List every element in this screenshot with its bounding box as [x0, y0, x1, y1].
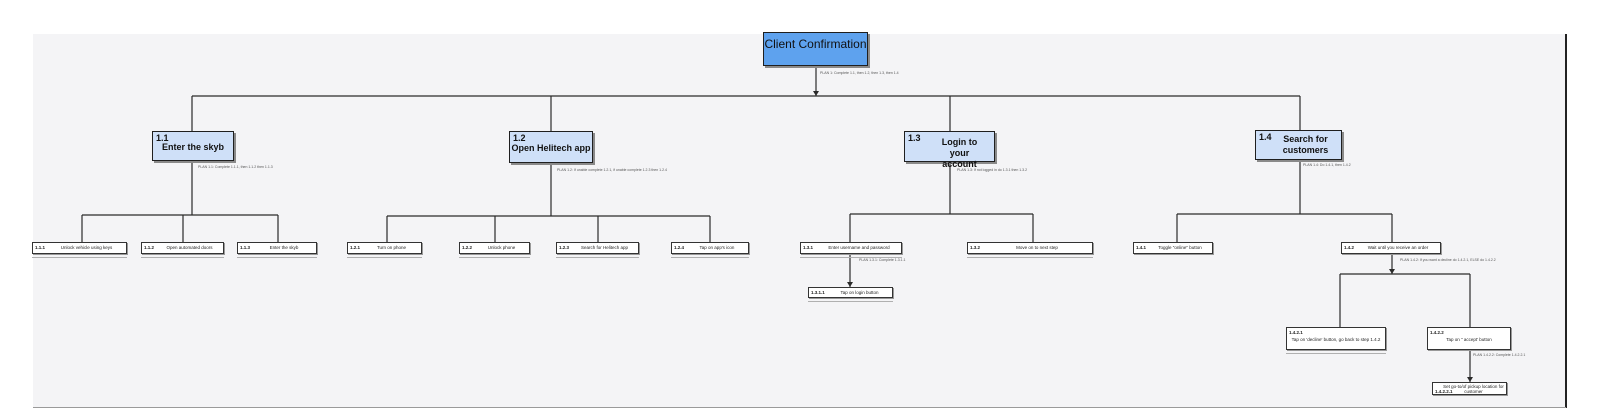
- root-plan: PLAN 1: Complete 1.1, then 1.2, then 1.3…: [820, 71, 899, 75]
- underline: [237, 257, 317, 258]
- subtask-number: 1.3.1: [803, 245, 814, 250]
- task-number: 1.1: [156, 133, 169, 143]
- subtask-1-2-3[interactable]: 1.2.3 Search for Helitech app: [556, 242, 639, 254]
- subtask-number: 1.4.2: [1344, 245, 1355, 250]
- subtask-number: 1.4.1: [1136, 245, 1147, 250]
- subtask-number: 1.3.1.1: [811, 290, 825, 295]
- subtask-number: 1.2.2: [462, 245, 473, 250]
- underline: [671, 257, 749, 258]
- task-1-2-box[interactable]: 1.2 Open Helitech app: [509, 131, 593, 163]
- subtask-1-4-2-2-1[interactable]: 1.4.2.2.1 Set go-to/of pickup location f…: [1432, 382, 1507, 395]
- subtask-1-2-1[interactable]: 1.2.1 Turn on phone: [347, 242, 422, 254]
- subtask-1-4-1[interactable]: 1.4.1 Toggle "online" button: [1133, 242, 1213, 254]
- subtask-1-3-1-1[interactable]: 1.3.1.1 Tap on login button: [808, 287, 893, 298]
- subtask-number: 1.1.1: [35, 245, 46, 250]
- subtask-number: 1.4.2.1: [1289, 330, 1303, 335]
- underline: [347, 257, 422, 258]
- subtask-label: Move on to next step: [1016, 245, 1058, 250]
- subtask-label: Toggle "online" button: [1158, 245, 1202, 250]
- subtask-label: Tap on 'decline' button, go back to step…: [1291, 337, 1381, 342]
- root-node[interactable]: Client Confirmation: [763, 32, 868, 66]
- subtask-label: Tap on " accept' button: [1446, 337, 1492, 342]
- task-label: Login to your account: [941, 137, 978, 169]
- subtask-1-3-1-plan: PLAN 1.3.1: Complete 1.3.1.1: [859, 258, 906, 262]
- task-1-2-plan: PLAN 1.2: If unable complete 1.2.1, if u…: [557, 168, 667, 172]
- task-1-1-plan: PLAN 1.1: Complete 1.1.1, then 1.1.2 the…: [198, 165, 273, 169]
- subtask-number: 1.2.3: [559, 245, 570, 250]
- subtask-1-1-3[interactable]: 1.1.3 Enter the skyb: [237, 242, 317, 254]
- subtask-number: 1.4.2.2.1: [1435, 389, 1453, 394]
- subtask-label: Tap on app's icon: [699, 245, 735, 250]
- task-1-4-box[interactable]: 1.4 Search for customers: [1255, 130, 1342, 160]
- subtask-1-4-2-2[interactable]: 1.4.2.2 Tap on " accept' button: [1427, 327, 1511, 350]
- subtask-1-3-1[interactable]: 1.3.1 Enter username and password: [800, 242, 902, 254]
- subtask-number: 1.1.2: [144, 245, 155, 250]
- underline: [32, 257, 127, 258]
- subtask-label: Set go-to/of pickup location for custome…: [1443, 384, 1504, 394]
- subtask-1-1-1[interactable]: 1.1.1 Unlock vehicle using keys: [32, 242, 127, 254]
- task-label: Search for customers: [1282, 134, 1329, 155]
- subtask-label: Unlock vehicle using keys: [60, 245, 113, 250]
- subtask-1-4-2-2-plan: PLAN 1.4.2.2: Complete 1.4.2.2.1: [1473, 353, 1526, 357]
- task-1-3-box[interactable]: 1.3 Login to your account: [904, 131, 995, 169]
- underline: [1286, 353, 1386, 354]
- subtask-label: Open automated doors: [166, 245, 213, 250]
- subtask-label: Wait until you receive an order: [1367, 245, 1429, 250]
- subtask-number: 1.3.2: [970, 245, 981, 250]
- canvas-right-border: [1565, 34, 1567, 408]
- subtask-1-1-2[interactable]: 1.1.2 Open automated doors: [141, 242, 224, 254]
- subtask-number: 1.4.2.2: [1430, 330, 1444, 335]
- subtask-1-4-2-plan: PLAN 1.4.2: If you want a decline do 1.4…: [1400, 258, 1496, 262]
- subtask-number: 1.1.3: [240, 245, 251, 250]
- underline: [141, 257, 224, 258]
- root-label: Client Confirmation: [764, 37, 867, 51]
- subtask-1-4-2[interactable]: 1.4.2 Wait until you receive an order: [1341, 242, 1441, 254]
- task-1-3-plan: PLAN 1.3: If not logged in do 1.3.1 then…: [957, 168, 1028, 172]
- subtask-label: Unlock phone: [487, 245, 516, 250]
- subtask-label: Search for Helitech app: [580, 245, 629, 250]
- subtask-label: Enter username and password: [828, 245, 890, 250]
- subtask-1-2-4[interactable]: 1.2.4 Tap on app's icon: [671, 242, 749, 254]
- subtask-number: 1.2.1: [350, 245, 361, 250]
- underline: [800, 257, 902, 258]
- subtask-1-2-2[interactable]: 1.2.2 Unlock phone: [459, 242, 530, 254]
- subtask-label: Turn on phone: [376, 245, 407, 250]
- task-label: Open Helitech app: [511, 143, 591, 153]
- task-label: Enter the skyb: [161, 142, 225, 152]
- task-1-1-box[interactable]: 1.1 Enter the skyb: [152, 131, 234, 161]
- underline: [808, 301, 893, 302]
- underline: [459, 257, 530, 258]
- underline: [556, 257, 639, 258]
- subtask-number: 1.2.4: [674, 245, 685, 250]
- subtask-1-4-2-1[interactable]: 1.4.2.1 Tap on 'decline' button, go back…: [1286, 327, 1386, 350]
- subtask-label: Tap on login button: [840, 290, 879, 295]
- task-number: 1.4: [1259, 132, 1272, 142]
- subtask-1-3-2[interactable]: 1.3.2 Move on to next step: [967, 242, 1093, 254]
- canvas-bottom-border: [33, 407, 1566, 408]
- task-number: 1.2: [513, 133, 526, 143]
- underline: [967, 257, 1093, 258]
- task-1-4-plan: PLAN 1.4: Do 1.4.1, then 1.4.2: [1303, 163, 1351, 167]
- task-number: 1.3: [908, 133, 921, 143]
- subtask-label: Enter the skyb: [269, 245, 299, 250]
